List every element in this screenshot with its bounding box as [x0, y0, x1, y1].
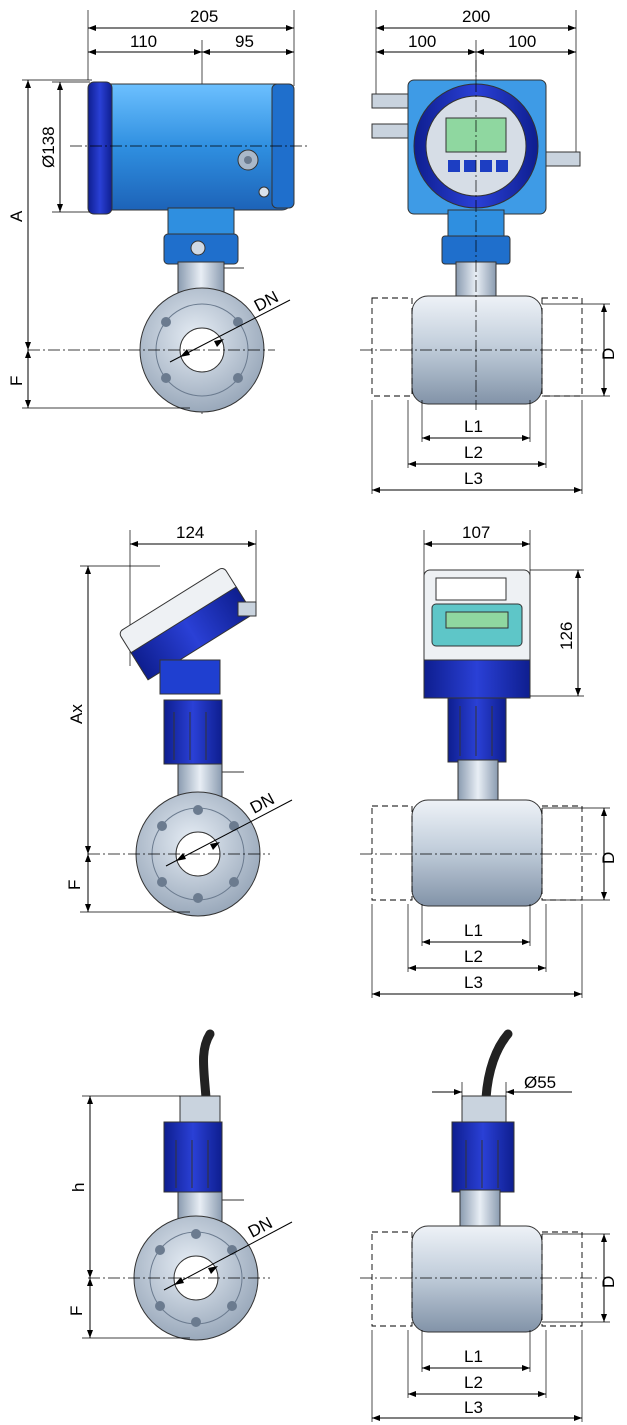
view-4-front-tilted: 107 126 D L1 L2 L3 [360, 523, 618, 998]
label-100-left: 100 [408, 32, 436, 51]
sensor-cable [481, 1029, 513, 1103]
view-2-front-compact: 200 100 100 D L1 L2 L3 [360, 7, 618, 494]
label-dn-view5: DN [245, 1213, 276, 1241]
view-3-side-tilted: 124 Ax F DN [65, 523, 293, 917]
label-f: F [7, 376, 26, 386]
label-124: 124 [176, 523, 204, 542]
label-200: 200 [462, 7, 490, 26]
label-diameter-55: Ø55 [524, 1073, 556, 1092]
label-l2: L2 [464, 443, 483, 462]
coupling-sleeve [163, 699, 223, 765]
cable-gland-icon [543, 151, 581, 167]
view-6-front-remote: Ø55 D L1 L2 L3 [360, 1029, 618, 1422]
label-110: 110 [130, 32, 157, 51]
label-107: 107 [462, 523, 490, 542]
label-l1-view4: L1 [464, 921, 483, 940]
label-ax: Ax [67, 704, 86, 724]
label-126: 126 [557, 622, 576, 650]
coupling-sleeve [163, 1121, 223, 1193]
sensor-cable [199, 1029, 215, 1103]
label-l1-view6: L1 [464, 1347, 483, 1366]
housing-cover-left [87, 81, 113, 215]
cable-gland-icon [371, 93, 409, 109]
label-l1: L1 [464, 417, 483, 436]
cable-gland-icon [461, 1095, 507, 1125]
label-dn-view3: DN [247, 789, 278, 817]
label-l3: L3 [464, 469, 483, 488]
label-95: 95 [235, 32, 254, 51]
label-l2-view4: L2 [464, 947, 483, 966]
cable-gland-icon [237, 601, 257, 617]
label-h: h [69, 1183, 88, 1192]
label-a: A [7, 210, 26, 222]
label-diameter-138: Ø138 [39, 126, 58, 168]
label-f-view3: F [65, 880, 84, 890]
label-l2-view6: L2 [464, 1373, 483, 1392]
label-d-view4: D [599, 852, 618, 864]
nameplate [435, 577, 507, 601]
cable-gland-icon [371, 123, 409, 139]
label-f-view5: F [67, 1306, 86, 1316]
label-d-view6: D [599, 1276, 618, 1288]
cable-gland-icon [179, 1095, 221, 1125]
label-205: 205 [190, 7, 218, 26]
label-100-right: 100 [508, 32, 536, 51]
label-dn: DN [251, 287, 282, 315]
label-l3-view4: L3 [464, 973, 483, 992]
label-l3-view6: L3 [464, 1398, 483, 1417]
view-1-side-compact: 205 110 95 Ø138 A F DN [7, 7, 310, 414]
lcd-display [445, 611, 509, 629]
label-d: D [599, 348, 618, 360]
view-5-side-remote: h F DN [67, 1029, 293, 1341]
